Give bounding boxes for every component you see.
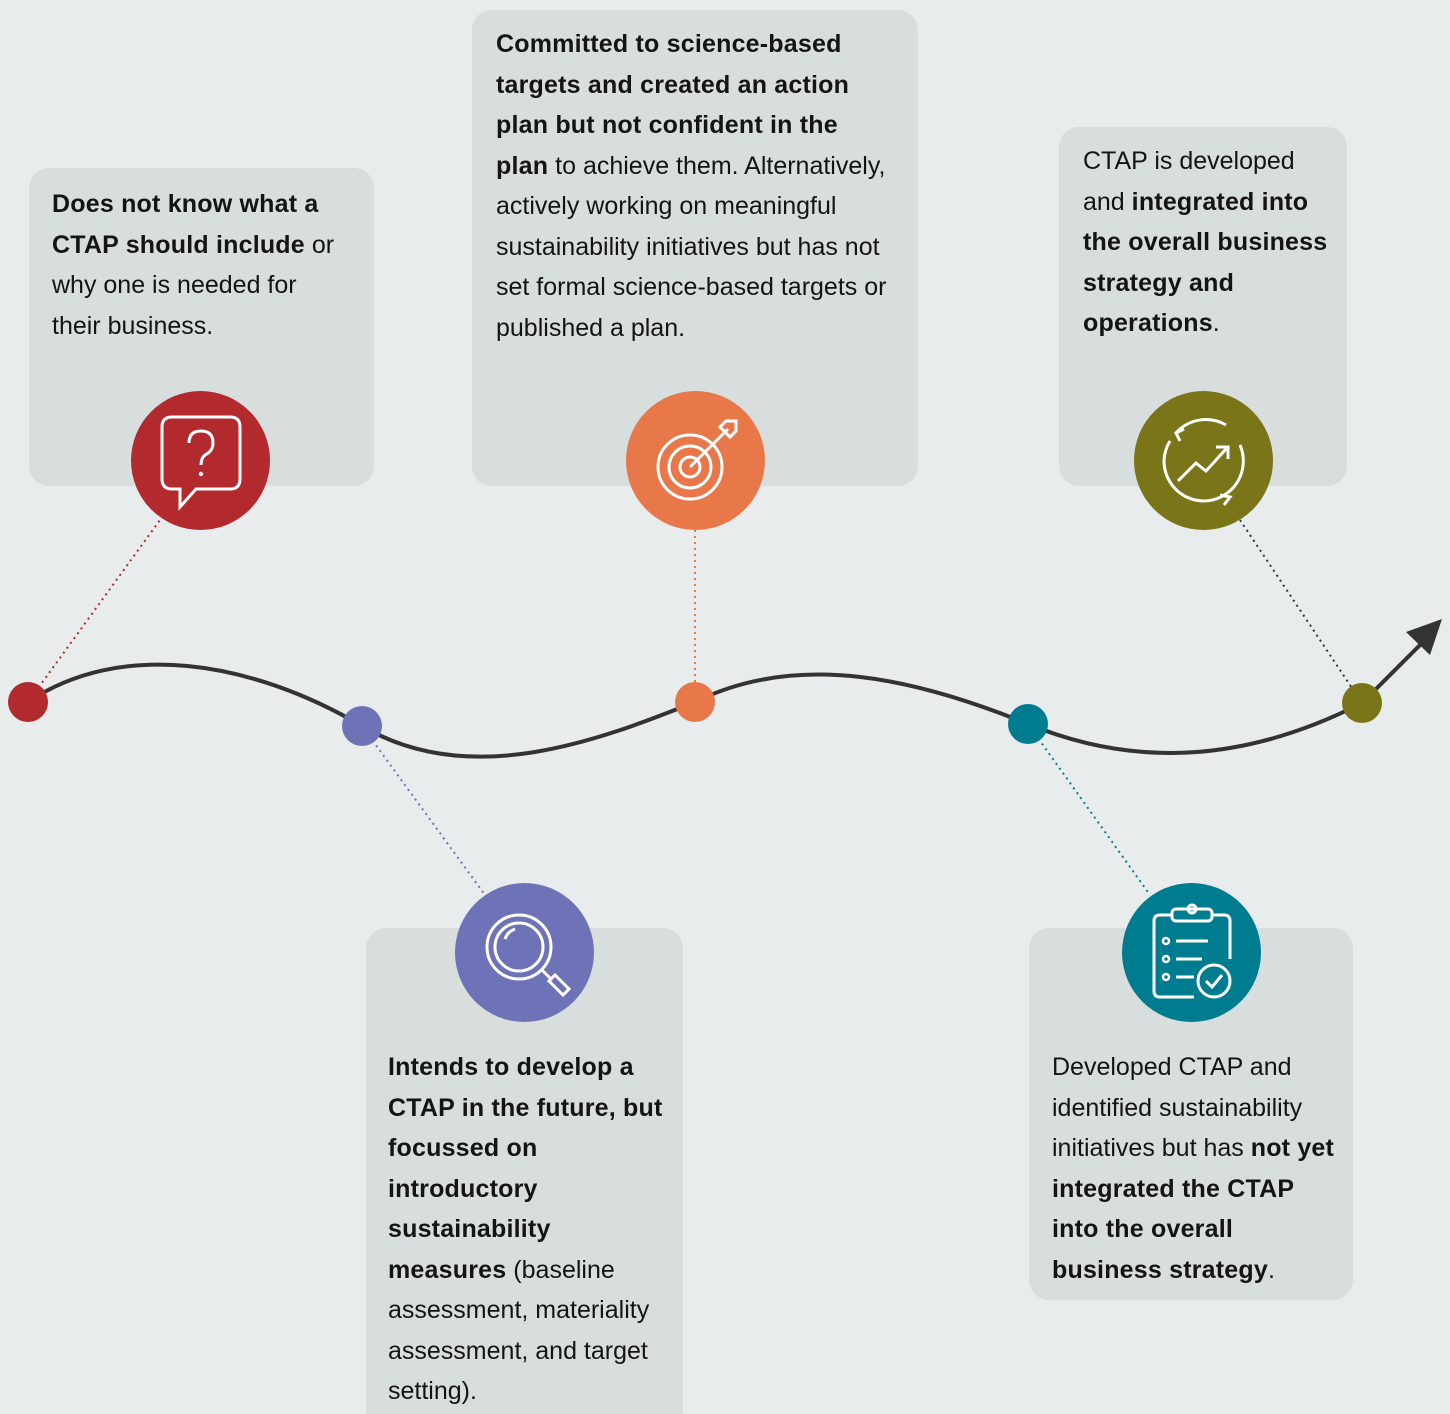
question-bubble-icon: [160, 415, 241, 511]
node-stage5: [1342, 683, 1382, 723]
magnifying-glass-icon: [485, 913, 571, 997]
node-stage3: [675, 682, 715, 722]
stage1-text: Does not know what a CTAP should include…: [52, 184, 352, 346]
text-segment: .: [1268, 1255, 1275, 1284]
stage5-icon-circle: [1134, 391, 1273, 530]
text-segment: .: [1212, 309, 1220, 337]
stage2-text: Intends to develop a CTAP in the future,…: [388, 1047, 663, 1412]
text-segment: not yet integrated the CTAP into the ove…: [1052, 1134, 1335, 1284]
stage1-icon-circle: [131, 391, 270, 530]
stage4-text: Developed CTAP and identified sustainabi…: [1052, 1047, 1342, 1290]
text-segment: CTAP is developed and: [1083, 147, 1295, 216]
stage5-text: CTAP is developed and integrated into th…: [1083, 141, 1328, 344]
connector-stage2: [361, 725, 486, 896]
text-segment: (baseline assessment, materiality assess…: [388, 1255, 650, 1406]
stage3-icon-circle: [626, 391, 765, 530]
target-arrow-icon: [656, 419, 737, 500]
text-segment: Committed to science-based targets and c…: [496, 30, 850, 180]
text-segment: to achieve them. Alternatively, actively…: [496, 151, 887, 342]
text-segment: Developed CTAP and identified sustainabi…: [1052, 1053, 1303, 1162]
arrow-head: [1406, 619, 1442, 655]
node-stage4: [1008, 704, 1048, 744]
growth-cycle-icon: [1161, 417, 1245, 506]
node-stage1: [8, 682, 48, 722]
clipboard-check-icon: [1152, 903, 1231, 998]
connector-stage1: [27, 519, 161, 703]
stage4-icon-circle: [1122, 883, 1261, 1022]
stage3-text: Committed to science-based targets and c…: [496, 24, 896, 348]
connector-stage4: [1027, 723, 1151, 896]
text-segment: integrated into the overall business str…: [1083, 187, 1328, 338]
text-segment: Does not know what a CTAP should include: [52, 190, 319, 259]
connector-stage5: [1239, 519, 1363, 704]
text-segment: Intends to develop a CTAP in the future,…: [388, 1053, 663, 1284]
node-stage2: [342, 706, 382, 746]
text-segment: or why one is needed for their business.: [52, 230, 335, 340]
stage2-icon-circle: [455, 883, 594, 1022]
